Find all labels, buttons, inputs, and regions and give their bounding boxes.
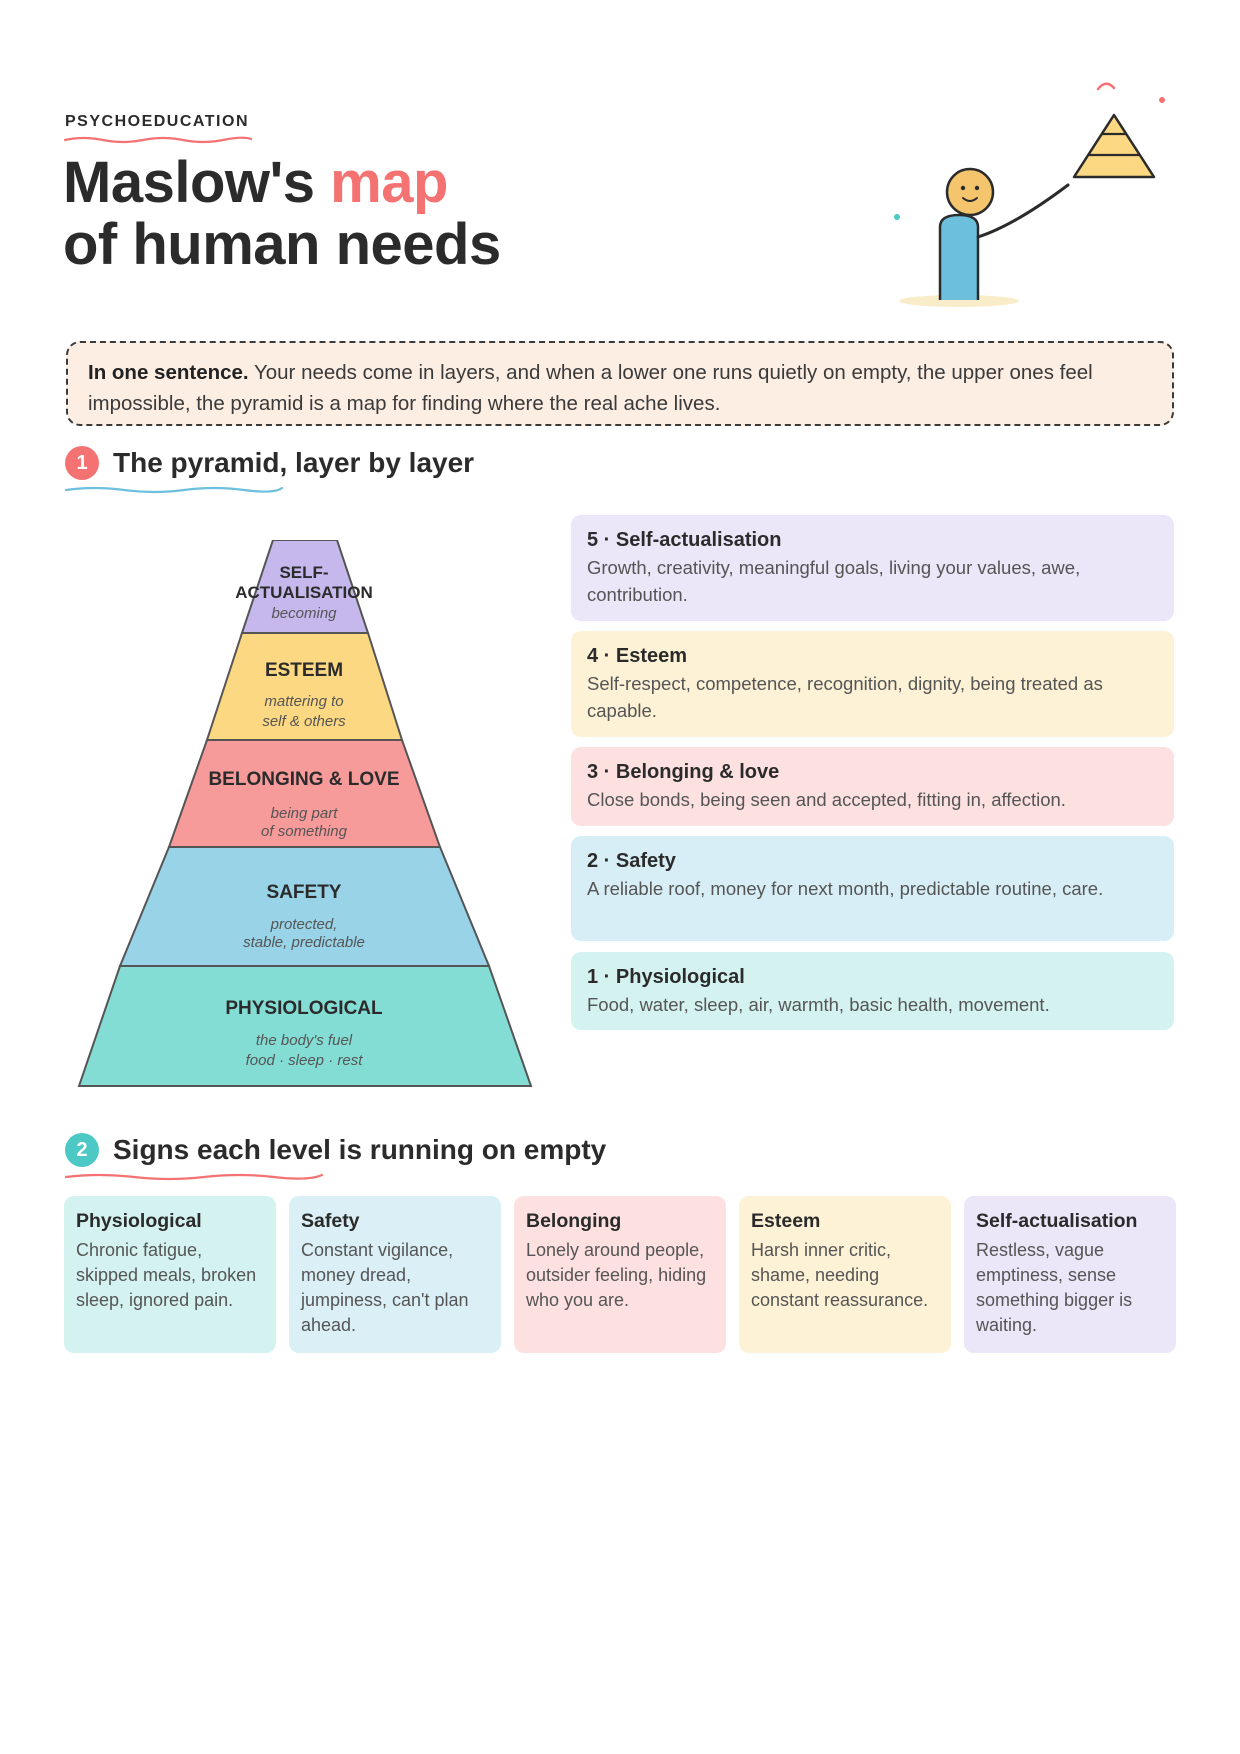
title-line2: of human needs	[63, 212, 501, 277]
section-2-underline	[64, 1173, 324, 1181]
level-card-physiological: 1 · Physiological Food, water, sleep, ai…	[571, 952, 1174, 1030]
title-accent: map	[330, 150, 448, 215]
page-title: Maslow's map of human needs	[63, 152, 501, 276]
layer-1-name: PHYSIOLOGICAL	[225, 998, 383, 1019]
layer-4-name: ESTEEM	[265, 660, 343, 681]
layer-5-name-line1: SELF-	[279, 563, 328, 582]
sign-card-title: Safety	[301, 1210, 360, 1232]
sign-card-self-actualisation: Self-actualisation Restless, vague empti…	[964, 1196, 1176, 1353]
needs-pyramid: SELF- ACTUALISATION becoming ESTEEM matt…	[77, 540, 533, 1087]
summary-text: Your needs come in layers, and when a lo…	[88, 361, 1093, 415]
level-card-esteem: 4 · Esteem Self-respect, competence, rec…	[571, 631, 1174, 737]
section-2-title: Signs each level is running on empty	[113, 1134, 607, 1165]
section-2-heading: 2 Signs each level is running on empty	[65, 1133, 606, 1167]
level-card-title: 5 · Self-actualisation	[587, 529, 782, 551]
sign-card-body: Restless, vague emptiness, sense somethi…	[976, 1240, 1133, 1335]
eyebrow-underline	[63, 136, 253, 144]
sign-card-body: Constant vigilance, money dread, jumpine…	[301, 1240, 469, 1335]
section-2-number: 2	[65, 1133, 99, 1167]
pyramid-icon	[1072, 113, 1156, 179]
eyebrow-label: PSYCHOEDUCATION	[65, 113, 249, 130]
level-card-body: Food, water, sleep, air, warmth, basic h…	[587, 994, 1050, 1015]
summary-box: In one sentence. Your needs come in laye…	[66, 341, 1174, 426]
pyramid-layer-physiological	[77, 965, 533, 1087]
person-illustration-icon	[894, 82, 1165, 307]
level-card-self-actualisation: 5 · Self-actualisation Growth, creativit…	[571, 515, 1174, 621]
layer-1-sub2: food · sleep · rest	[246, 1052, 364, 1069]
sign-card-body: Chronic fatigue, skipped meals, broken s…	[76, 1240, 257, 1310]
level-card-body: Growth, creativity, meaningful goals, li…	[587, 557, 1081, 605]
sign-card-belonging: Belonging Lonely around people, outsider…	[514, 1196, 726, 1353]
level-card-title: 2 · Safety	[587, 850, 676, 872]
sign-card-body: Lonely around people, outsider feeling, …	[526, 1240, 707, 1310]
title-part1: Maslow's	[63, 150, 331, 215]
sign-card-title: Esteem	[751, 1210, 821, 1232]
sign-card-physiological: Physiological Chronic fatigue, skipped m…	[64, 1196, 276, 1353]
sign-card-title: Physiological	[76, 1210, 202, 1232]
sign-card-title: Belonging	[526, 1210, 622, 1232]
sign-card-title: Self-actualisation	[976, 1210, 1138, 1232]
level-card-body: Close bonds, being seen and accepted, fi…	[587, 789, 1066, 810]
level-card-safety: 2 · Safety A reliable roof, money for ne…	[571, 836, 1174, 941]
sign-card-esteem: Esteem Harsh inner critic, shame, needin…	[739, 1196, 951, 1353]
level-card-title: 1 · Physiological	[587, 966, 745, 988]
level-card-title: 4 · Esteem	[587, 645, 688, 667]
layer-1-sub1: the body's fuel	[256, 1032, 353, 1049]
layer-3-sub1: being part	[271, 805, 339, 822]
section-1-number: 1	[65, 446, 99, 480]
layer-3-sub2: of something	[261, 823, 348, 840]
section-1-underline	[64, 486, 284, 494]
level-card-belonging: 3 · Belonging & love Close bonds, being …	[571, 747, 1174, 826]
section-1-title: The pyramid, layer by layer	[113, 447, 475, 478]
layer-2-sub1: protected,	[270, 916, 338, 933]
layer-5-sub: becoming	[271, 605, 337, 622]
level-card-body: A reliable roof, money for next month, p…	[587, 878, 1104, 899]
layer-5-name-line2: ACTUALISATION	[235, 583, 373, 602]
level-card-title: 3 · Belonging & love	[587, 761, 780, 783]
layer-2-name: SAFETY	[267, 882, 342, 903]
layer-2-sub2: stable, predictable	[243, 934, 365, 951]
section-1-heading: 1 The pyramid, layer by layer	[65, 446, 474, 480]
summary-lead: In one sentence.	[88, 361, 249, 384]
layer-4-sub1: mattering to	[264, 693, 343, 710]
layer-3-name: BELONGING & LOVE	[208, 769, 399, 790]
sign-card-body: Harsh inner critic, shame, needing const…	[751, 1240, 929, 1310]
level-card-body: Self-respect, competence, recognition, d…	[587, 673, 1103, 721]
layer-4-sub2: self & others	[262, 713, 346, 730]
sign-card-safety: Safety Constant vigilance, money dread, …	[289, 1196, 501, 1353]
